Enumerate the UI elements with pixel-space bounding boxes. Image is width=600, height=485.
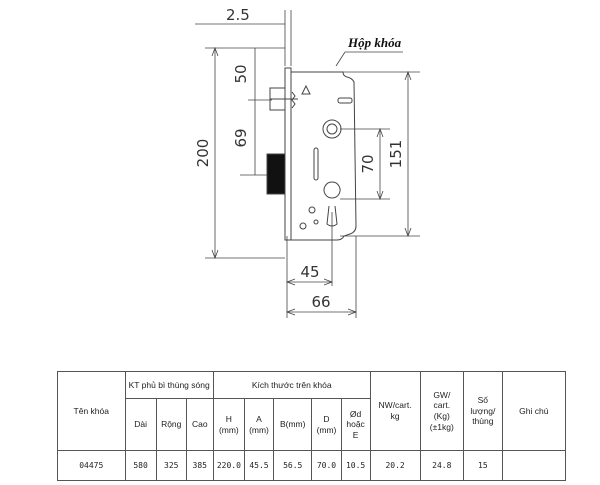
dim-66: 66 [311,293,330,311]
header-e: Ød hoặc E [340,398,371,451]
table-row: 04475 580 325 385 220.0 45.5 56.5 70.0 1… [57,450,567,481]
dim-50: 50 [232,64,250,83]
cell-length: 580 [124,450,157,481]
header-lock-name: Tên khóa [57,371,126,451]
header-width: Rộng [155,398,187,451]
cell-gross-weight: 24.8 [419,450,465,481]
dim-200: 200 [194,139,212,168]
cell-height: 385 [185,450,214,481]
header-lock-dimensions: Kích thước trên khóa [212,371,371,399]
cell-width: 325 [155,450,187,481]
cell-note [501,450,567,481]
lock-case [290,71,357,241]
dim-45: 45 [300,263,319,281]
case-callout: Hộp khóa [347,35,402,50]
dim-70: 70 [359,154,377,173]
header-h: H (mm) [212,398,245,451]
spec-table: Tên khóa KT phủ bì thùng sóng Kích thước… [57,371,567,481]
follower-hub [322,119,342,139]
lock-dimension-drawing: Hộp khóa 2.5 50 69 200 70 151 45 66 [194,6,420,318]
header-a: A (mm) [243,398,275,451]
header-quantity: Số lượng/ thùng [463,371,503,451]
cell-e: 10.5 [340,450,371,481]
header-d: D (mm) [311,398,342,451]
cell-name: 04475 [57,450,126,481]
cell-a: 45.5 [243,450,275,481]
header-net-weight: NW/cart. kg [369,371,421,451]
header-b: B(mm) [273,398,313,451]
deadbolt [266,153,286,195]
faceplate [284,67,292,241]
header-height: Cao [185,398,214,451]
dim-151: 151 [387,140,405,169]
header-length: Dài [124,398,157,451]
cell-quantity: 15 [463,450,503,481]
cell-b: 56.5 [273,450,313,481]
cell-net-weight: 20.2 [369,450,421,481]
header-gross-weight: GW/ cart. (Kg) (±1kg) [419,371,465,451]
cell-d: 70.0 [311,450,342,481]
header-box-dimensions: KT phủ bì thùng sóng [124,371,214,399]
dim-69: 69 [232,128,250,147]
cell-h: 220.0 [212,450,245,481]
dim-2-5: 2.5 [226,6,250,24]
header-note: Ghi chú [501,371,567,451]
